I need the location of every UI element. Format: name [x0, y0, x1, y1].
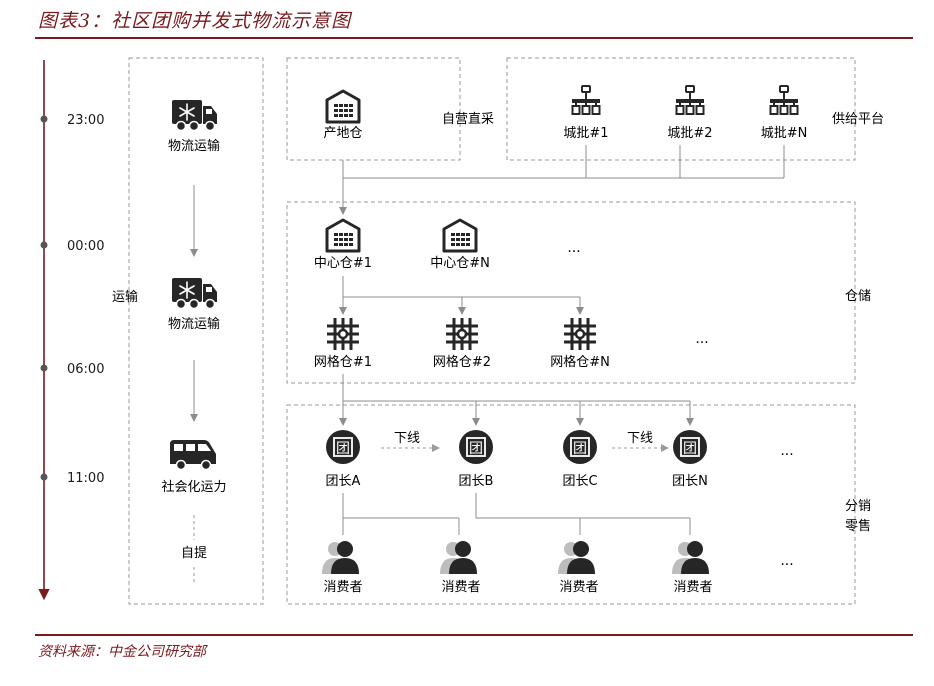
truck-icon: [171, 277, 218, 310]
leader-glyph: 团: [683, 441, 697, 457]
arrow-head: [458, 307, 466, 315]
team-leader-label: 团长A: [326, 474, 361, 489]
consumer-icon: [322, 541, 359, 574]
consumer-icon: [558, 541, 595, 574]
leader-glyph: 团: [336, 441, 350, 457]
footer-rule: [35, 634, 913, 636]
truck-icon: [171, 99, 218, 132]
center-warehouse-icon: [325, 218, 361, 253]
wholesale-label: 城批#2: [667, 126, 712, 141]
step-label: 自提: [181, 545, 207, 561]
arrow-head: [661, 444, 669, 452]
offline-label: 下线: [627, 431, 653, 446]
consumer-icon: [672, 541, 709, 574]
arrow-head: [472, 418, 480, 426]
ellipsis: ...: [780, 443, 793, 459]
time-label: 06:00: [67, 362, 104, 377]
arrow-head: [190, 249, 198, 257]
transport-side-label: 运输: [112, 289, 138, 305]
wholesale-label: 城批#N: [761, 126, 808, 141]
org-chart-icon: [675, 85, 705, 115]
figure-title: 图表3：社区团购并发式物流示意图: [38, 10, 352, 32]
center-warehouse-label: 中心仓#1: [314, 256, 372, 271]
timeline-markers: [40, 115, 48, 481]
center-warehouse-label: 中心仓#N: [430, 256, 490, 271]
grid-warehouse-label: 网格仓#N: [550, 354, 610, 370]
consumer-label: 消费者: [441, 580, 480, 595]
time-label: 23:00: [67, 113, 104, 128]
arrow-head: [576, 307, 584, 315]
arrow-head: [190, 414, 198, 422]
leader-glyph: 团: [469, 441, 483, 457]
team-leader-label: 团长N: [672, 474, 708, 489]
time-label: 11:00: [67, 471, 104, 486]
consumer-icon: [440, 541, 477, 574]
ellipsis: ...: [780, 553, 793, 569]
van-icon: [169, 439, 217, 471]
grid-warehouse-icon: [325, 316, 361, 352]
timeline-dot: [40, 364, 48, 372]
arrow-head: [432, 444, 440, 452]
org-chart-icon: [769, 85, 799, 115]
title-rule: [35, 37, 913, 39]
retail-label-line1: 分销: [845, 499, 871, 514]
supply-box: [506, 57, 856, 161]
time-label: 00:00: [67, 239, 104, 254]
grid-warehouse-icon: [562, 316, 598, 352]
team-leader-label: 团长C: [562, 474, 597, 489]
arrow-head: [339, 418, 347, 426]
transport-box: [128, 57, 264, 605]
consumer-label: 消费者: [559, 580, 598, 595]
origin-warehouse-icon: [325, 89, 361, 124]
storage-box: [286, 201, 856, 384]
source-note: 资料来源：中金公司研究部: [38, 644, 206, 660]
direct-purchase-label: 自营直采: [442, 112, 494, 127]
grid-warehouse-label: 网格仓#1: [314, 354, 372, 370]
timeline-dot: [40, 473, 48, 481]
step-label: 社会化运力: [161, 479, 226, 495]
origin-box: [286, 57, 461, 161]
retail-box: [286, 404, 856, 605]
ellipsis: ...: [567, 240, 580, 256]
timeline-dot: [40, 115, 48, 123]
step-label: 物流运输: [168, 316, 220, 332]
wholesale-label: 城批#1: [563, 126, 608, 141]
grid-warehouse-icon: [444, 316, 480, 352]
arrow-head: [339, 307, 347, 315]
retail-label-line2: 零售: [845, 518, 871, 534]
ellipsis: ...: [695, 331, 708, 347]
origin-label: 产地仓: [323, 126, 362, 141]
team-leader-label: 团长B: [459, 474, 494, 489]
step-label: 物流运输: [168, 138, 220, 154]
arrow-head: [686, 418, 694, 426]
consumer-label: 消费者: [673, 580, 712, 595]
offline-label: 下线: [394, 431, 420, 446]
arrow-head: [339, 207, 347, 215]
leader-glyph: 团: [573, 441, 587, 457]
org-chart-icon: [571, 85, 601, 115]
grid-warehouse-label: 网格仓#2: [433, 354, 491, 370]
arrow-head: [576, 418, 584, 426]
supply-platform-label: 供给平台: [832, 112, 884, 127]
consumer-label: 消费者: [323, 580, 362, 595]
timeline-dot: [40, 241, 48, 249]
center-warehouse-icon: [442, 218, 478, 253]
storage-label: 仓储: [845, 289, 871, 304]
